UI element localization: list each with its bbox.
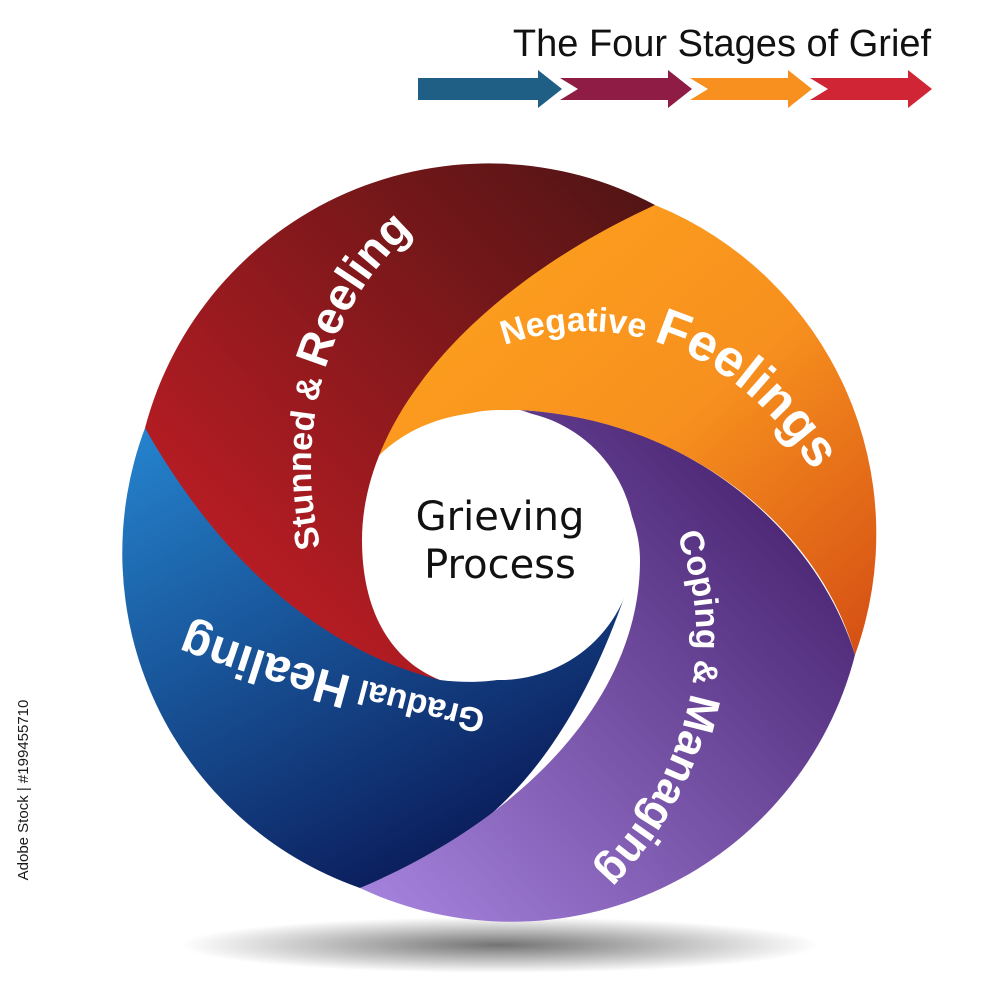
arrow-segment-2 <box>560 70 692 108</box>
arrow-segment-4 <box>810 70 932 108</box>
band-negative-feelings <box>365 205 877 655</box>
center-label-line1: Grieving <box>416 494 585 540</box>
center-label-line2: Process <box>424 542 576 588</box>
stage-arrow-bar <box>418 70 932 108</box>
arrow-segment-1 <box>418 70 562 108</box>
side-caption: Adobe Stock | #199455710 <box>15 700 32 881</box>
diagram-title: The Four Stages of Grief <box>513 23 932 65</box>
band-stunned-reeling <box>145 163 655 680</box>
band-coping-managing <box>360 410 855 922</box>
center-hub <box>365 410 635 680</box>
grief-wheel <box>122 163 877 922</box>
arrow-segment-3 <box>690 70 812 108</box>
diagram-shadow <box>180 917 820 973</box>
